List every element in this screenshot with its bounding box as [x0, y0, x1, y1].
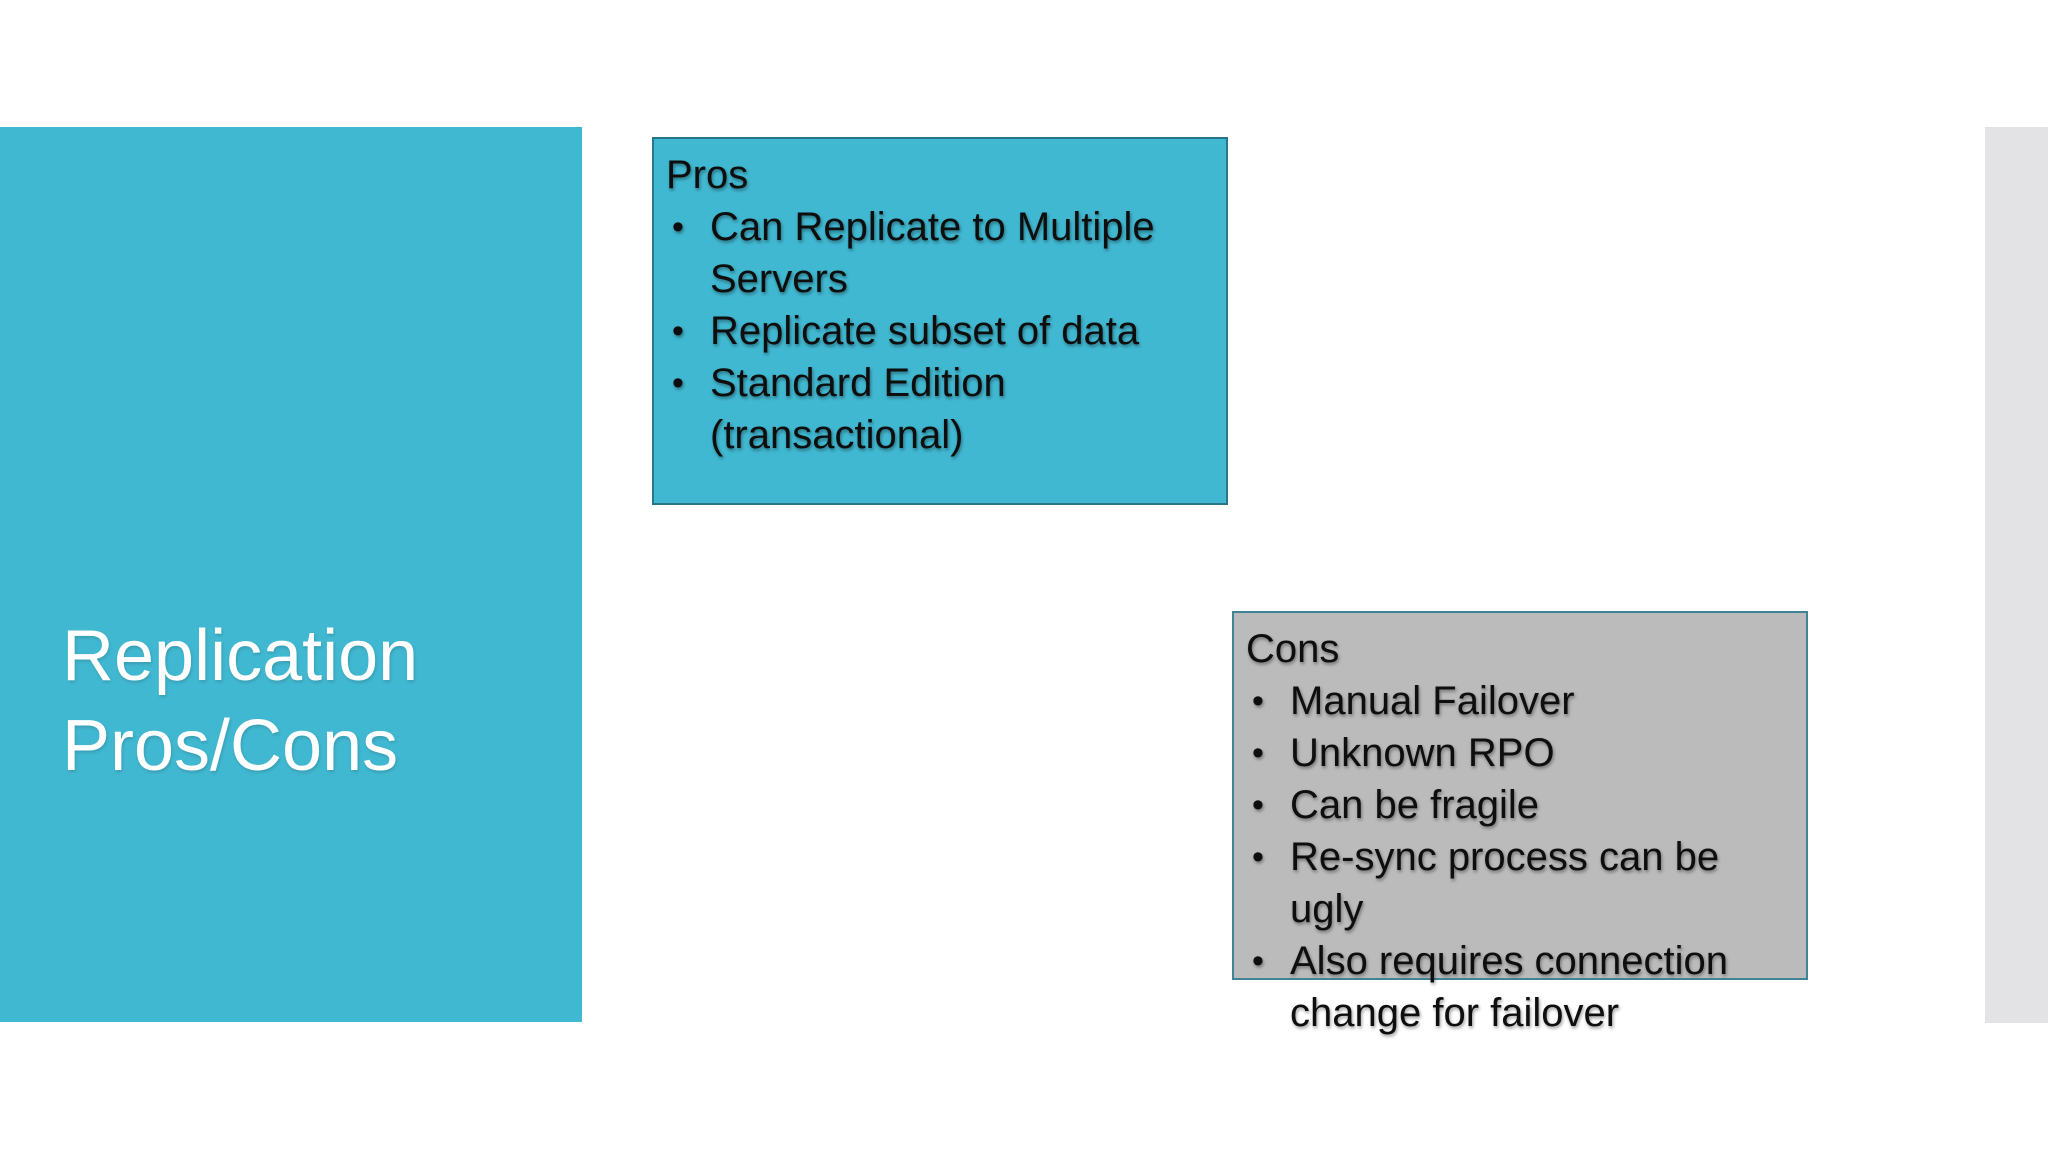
list-item: • Can be fragile [1246, 779, 1792, 831]
list-item-text: Re-sync process can be ugly [1290, 835, 1720, 931]
list-item: • Re-sync process can be ugly [1246, 831, 1792, 935]
pros-heading: Pros [666, 153, 749, 197]
cons-heading: Cons [1246, 627, 1340, 671]
list-item-text: Also requires connection change for fail… [1290, 939, 1729, 1035]
next-slide-edge [1985, 127, 2048, 1023]
list-item: • Manual Failover [1246, 675, 1792, 727]
pros-box: Pros • Can Replicate to Multiple Servers… [652, 137, 1228, 505]
bullet-icon: • [1252, 682, 1264, 720]
list-item-text: Replicate subset of data [710, 309, 1140, 353]
list-item: • Replicate subset of data [666, 305, 1212, 357]
list-item-text: Standard Edition (transactional) [710, 361, 1006, 457]
bullet-icon: • [1252, 734, 1264, 772]
cons-box: Cons • Manual Failover • Unknown RPO • C… [1232, 611, 1808, 1035]
bullet-icon: • [1252, 786, 1264, 824]
pros-list: • Can Replicate to Multiple Servers • Re… [666, 201, 1212, 461]
list-item: • Also requires connection change for fa… [1246, 935, 1792, 1039]
list-item-text: Can Replicate to Multiple Servers [710, 205, 1155, 301]
list-item-text: Unknown RPO [1290, 731, 1555, 775]
bullet-icon: • [1252, 942, 1264, 980]
bullet-icon: • [672, 312, 684, 350]
bullet-icon: • [672, 208, 684, 246]
slide-title: Replication Pros/Cons [62, 616, 419, 786]
list-item-text: Manual Failover [1290, 679, 1575, 723]
list-item-text: Can be fragile [1290, 783, 1540, 827]
bullet-icon: • [672, 364, 684, 402]
list-item: • Can Replicate to Multiple Servers [666, 201, 1212, 305]
title-panel: Replication Pros/Cons [0, 127, 582, 1022]
list-item: • Standard Edition (transactional) [666, 357, 1212, 461]
cons-list: • Manual Failover • Unknown RPO • Can be… [1246, 675, 1792, 1039]
bullet-icon: • [1252, 838, 1264, 876]
list-item: • Unknown RPO [1246, 727, 1792, 779]
